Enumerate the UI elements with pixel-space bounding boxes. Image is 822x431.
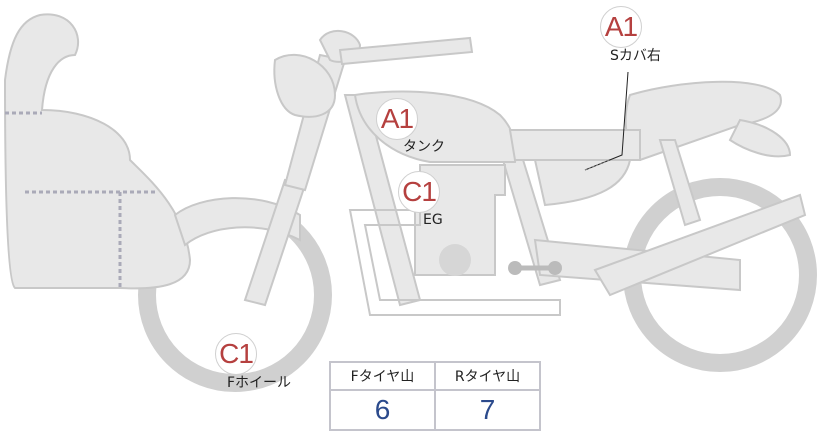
label-front-wheel: Fホイール	[227, 375, 292, 391]
tire-tread-table: Fタイヤ山 Rタイヤ山 6 7	[329, 361, 541, 431]
fairing	[3, 13, 192, 290]
front-tire-value: 6	[329, 389, 436, 431]
label-side-cover-right: Sカバ右	[610, 48, 661, 64]
grade-engine: C1	[398, 171, 440, 213]
side-cover	[533, 159, 632, 207]
rear-tire-header: Rタイヤ山	[434, 361, 541, 391]
label-engine: EG	[423, 212, 443, 228]
label-tank: タンク	[403, 139, 445, 155]
grade-tank: A1	[376, 98, 418, 140]
grade-side-cover-right: A1	[600, 6, 642, 48]
grade-front-wheel: C1	[215, 333, 257, 375]
front-tire-header: Fタイヤ山	[329, 361, 436, 391]
rear-tire-value: 7	[434, 389, 541, 431]
